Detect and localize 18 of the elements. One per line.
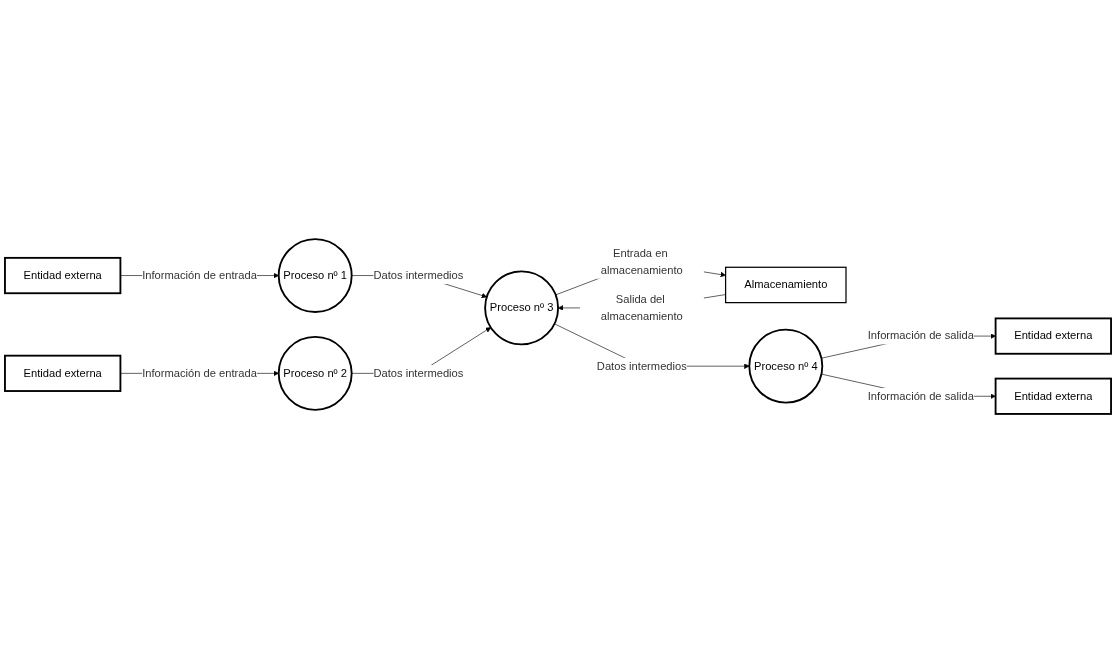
node-circle: Proceso nº 2: [277, 335, 353, 411]
edge-label: Información de salida: [867, 389, 974, 403]
node-circle: Proceso nº 1: [277, 238, 353, 313]
node-circle: Proceso nº 3: [484, 270, 559, 346]
edge-label: Entrada en almacenamiento: [600, 247, 683, 277]
edge-label: Información de salida: [867, 329, 974, 342]
node-box: Entidad externa: [994, 317, 1112, 355]
node-box: Almacenamiento: [725, 266, 847, 304]
edge-label: Salida del almacenamiento: [600, 293, 683, 323]
edge-label: Datos intermedios: [373, 269, 464, 282]
node-box: Entidad externa: [4, 256, 122, 295]
node-circle: Proceso nº 4: [748, 328, 824, 404]
node-box: Entidad externa: [4, 354, 122, 392]
edge-label: Información de entrada: [142, 366, 257, 380]
edge-label: Datos intermedios: [596, 359, 687, 373]
edge-label: Datos intermedios: [373, 366, 464, 380]
edge-label: Información de entrada: [142, 269, 257, 282]
node-box: Entidad externa: [994, 377, 1112, 415]
